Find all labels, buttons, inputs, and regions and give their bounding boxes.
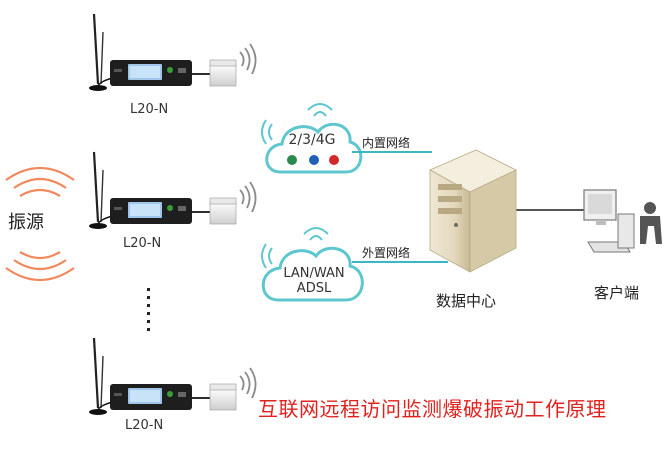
wired-network-cloud	[261, 227, 364, 302]
mobile-cloud-label: 2/3/4G	[288, 132, 336, 148]
client-label: 客户端	[594, 284, 640, 302]
vibration-source-label: 振源	[8, 212, 44, 233]
device-2-label: L20-N	[123, 236, 162, 251]
wired-cloud-label-line2: ADSL	[296, 281, 332, 296]
device-1	[87, 12, 257, 93]
wired-cloud-label-line1: LAN/WAN	[283, 266, 345, 281]
device-1-illustration	[87, 12, 257, 93]
device-2-illustration	[87, 150, 257, 231]
device-2	[87, 150, 257, 231]
diagram-title: 互联网远程访问监测爆破振动工作原理	[258, 397, 607, 421]
mobile-network-cloud	[261, 103, 363, 174]
internal-network-label: 内置网络	[362, 136, 411, 150]
china-mobile-logo	[287, 155, 297, 165]
server-tower-icon	[429, 149, 517, 273]
client-computer-icon	[583, 189, 635, 253]
data-center-label: 数据中心	[436, 292, 497, 310]
device-3-label: L20-N	[125, 418, 164, 433]
device-1-label: L20-N	[130, 102, 169, 117]
china-unicom-logo	[329, 155, 339, 165]
user-icon	[640, 202, 662, 244]
device-3-illustration	[87, 336, 257, 417]
vibration-waves	[5, 167, 75, 281]
ellipsis-dots	[147, 288, 150, 331]
china-telecom-logo	[309, 155, 319, 165]
device-3	[87, 336, 257, 417]
external-network-label: 外置网络	[362, 246, 411, 260]
wired-cloud-label: LAN/WAN ADSL	[264, 266, 364, 296]
